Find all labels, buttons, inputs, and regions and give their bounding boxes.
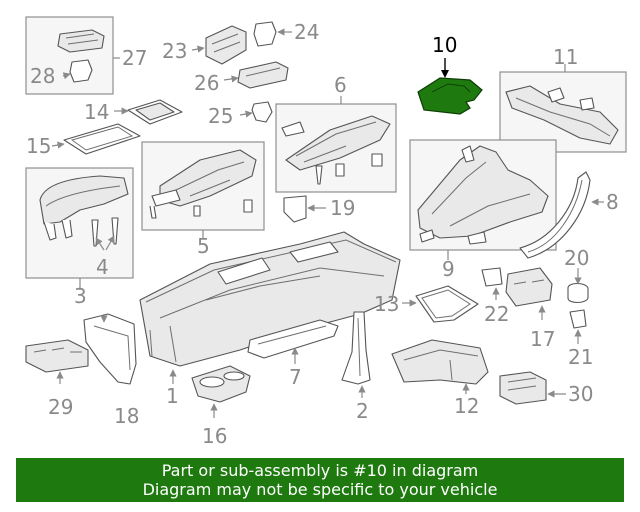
callout-8: 8 [606,190,619,214]
part-7-trim [247,319,339,364]
part-2-bracket [341,311,371,398]
part-13-mat [402,285,479,323]
box-part-9 [409,139,557,260]
callout-24: 24 [294,20,319,44]
part-1-console [139,231,401,384]
banner-line-1: Part or sub-assembly is #10 in diagram [161,461,479,480]
callout-7: 7 [289,365,302,389]
part-10-highlighted [417,58,483,115]
part-22-bracket [481,267,503,300]
callout-6: 6 [334,73,347,97]
callout-2: 2 [356,399,369,423]
part-30-usb-module [499,371,566,405]
part-12-duct [391,339,489,394]
callout-1: 1 [166,384,179,408]
part-8-trim [519,171,604,259]
banner-line-2: Diagram may not be specific to your vehi… [142,480,498,499]
callout-23: 23 [162,39,187,63]
part-21-clip [569,309,587,344]
callout-13: 13 [374,292,399,316]
callout-29: 29 [48,395,73,419]
callout-25: 25 [208,104,233,128]
callout-10: 10 [432,33,457,57]
callout-3: 3 [74,284,87,308]
callout-22: 22 [484,302,509,326]
part-20-clip [567,268,589,304]
callout-18: 18 [114,404,139,428]
callout-17: 17 [530,327,555,351]
callout-9: 9 [442,257,455,281]
part-26-switch [223,61,289,89]
part-25-clip [239,101,273,123]
callout-26: 26 [194,71,219,95]
callout-20: 20 [564,246,589,270]
part-18-panel [83,313,137,385]
callout-4: 4 [96,255,109,279]
box-part-6 [275,96,397,193]
part-15-mat [51,123,141,155]
part-16-cup-holder [191,365,251,418]
callout-27: 27 [122,46,147,70]
callout-5: 5 [197,234,210,258]
part-23-bracket [191,25,247,65]
part-19-bracket [283,195,326,223]
callout-21: 21 [568,345,593,369]
box-part-11 [499,64,627,153]
callout-14: 14 [84,100,109,124]
part-14-tray [114,99,183,125]
box-part-27 [25,16,120,95]
box-part-5 [141,141,265,238]
callout-19: 19 [330,196,355,220]
callout-30: 30 [568,382,593,406]
part-17-module [505,267,553,320]
callout-11: 11 [553,45,578,69]
box-part-3 [25,167,134,290]
callout-15: 15 [26,134,51,158]
part-24-clip [253,21,292,47]
part-29-switch-panel [25,339,89,384]
callout-16: 16 [202,424,227,448]
info-banner: Part or sub-assembly is #10 in diagram D… [16,458,624,502]
callout-28: 28 [30,64,55,88]
callout-12: 12 [454,394,479,418]
